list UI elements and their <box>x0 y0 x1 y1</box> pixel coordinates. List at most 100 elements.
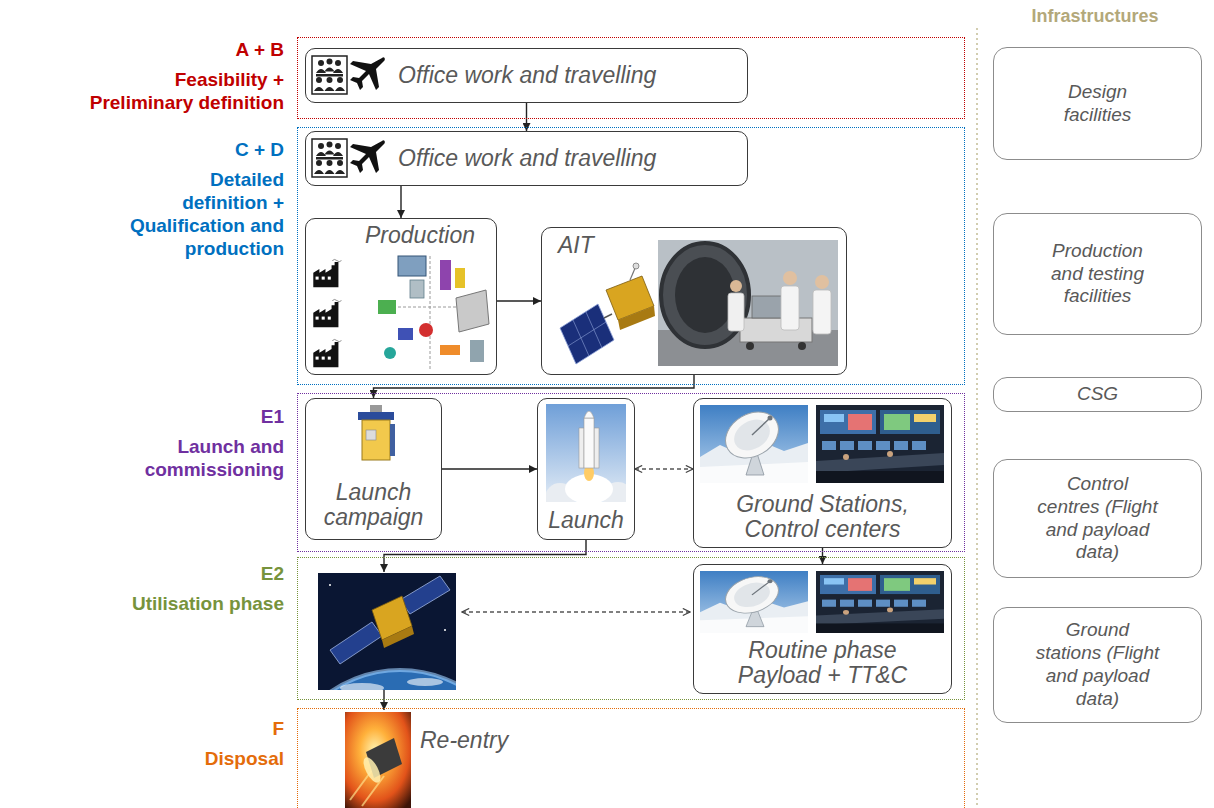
satellite-in-orbit-picture <box>318 670 456 690</box>
factory-icon <box>313 299 341 327</box>
infrastructure-box: Ground stations (Flight and payload data… <box>993 607 1202 723</box>
test-chamber-photo <box>728 293 744 331</box>
stowed-satellite-drawing <box>370 405 382 412</box>
text-holder: Office work and travelling <box>398 146 656 171</box>
phase-region: Routine phase Payload + TT&CE2Utilisatio… <box>297 557 965 700</box>
rocket-launch-photo <box>594 428 599 468</box>
column-heading: Infrastructures <box>985 5 1205 27</box>
box-label: Launch campaign <box>310 480 437 530</box>
exploded-view-illustration <box>398 328 413 340</box>
test-chamber-photo <box>746 342 754 350</box>
satellite-drawing <box>633 263 639 269</box>
box-label: CSG <box>1077 383 1118 406</box>
text-holder: CSG <box>1077 383 1118 406</box>
box-label: Production and testing facilities <box>1035 240 1161 308</box>
satellite-drawing <box>568 322 606 346</box>
text-holder: Office work and travelling <box>398 63 656 88</box>
text-holder: Launch campaign <box>310 480 437 530</box>
test-chamber-photo <box>675 257 735 333</box>
box-label: Production <box>365 223 475 248</box>
phase-region: Launch campaignLaunchGround Stations, Co… <box>297 393 965 552</box>
factory-icon <box>313 259 341 287</box>
exploded-view-illustration <box>456 290 489 332</box>
text-holder: Re-entry <box>420 728 508 753</box>
satellite-ground-link <box>462 611 690 612</box>
phase-heading: E2Utilisation phase <box>78 562 284 615</box>
activity-box: Launch campaign <box>305 398 442 540</box>
infrastructure-box: CSG <box>993 377 1202 412</box>
activity-box: Launch <box>537 398 635 540</box>
phase-heading: E1Launch and commissioning <box>78 405 284 481</box>
phase-code: C + D <box>122 138 284 161</box>
text-holder: Launch <box>548 508 623 533</box>
activity-box: Routine phase Payload + TT&C <box>693 564 952 694</box>
stowed-satellite-drawing <box>358 412 394 420</box>
reentry-picture <box>345 712 411 808</box>
phase-name: Feasibility + Preliminary definition <box>78 68 284 114</box>
text-holder: Production and testing facilities <box>1035 240 1161 308</box>
test-chamber-photo <box>815 275 829 289</box>
box-label: Ground stations (Flight and payload data… <box>1035 619 1161 710</box>
satellite-drawing <box>560 263 655 364</box>
launch-to-orbit-arrow <box>384 540 586 572</box>
exploded-view-illustration <box>455 268 465 288</box>
text-holder: Control centres (Flight and payload data… <box>1035 473 1161 564</box>
box-label: AIT <box>558 233 594 258</box>
phase-heading: C + DDetailed definition + Qualification… <box>122 138 284 260</box>
phase-code: E1 <box>78 405 284 428</box>
satellite-in-orbit-picture <box>318 573 456 690</box>
exploded-view-illustration <box>410 280 424 298</box>
stowed-satellite-drawing <box>366 430 376 440</box>
phase-name: Utilisation phase <box>78 592 284 615</box>
satellite-in-orbit-picture <box>444 629 446 631</box>
box-label: Office work and travelling <box>398 63 656 88</box>
satellite-in-orbit-picture <box>318 670 456 690</box>
data-link <box>635 468 693 469</box>
exploded-view-illustration <box>440 260 451 290</box>
phase-code: A + B <box>78 38 284 61</box>
test-chamber-photo <box>813 290 831 334</box>
test-chamber-photo <box>658 240 838 366</box>
phase-heading: FDisposal <box>78 717 284 770</box>
test-chamber-photo <box>740 318 812 342</box>
text-holder: Production <box>365 223 475 248</box>
text-holder: AIT <box>558 233 594 258</box>
reentry-picture <box>360 755 384 785</box>
flow-arrow <box>400 186 401 218</box>
phase-heading: A + B Feasibility + Preliminary definitio… <box>78 38 284 114</box>
phase-region: Re-entryFDisposal <box>297 708 965 808</box>
flow-arrow <box>374 375 695 398</box>
activity-box: Office work and travelling <box>305 48 748 103</box>
satellite-in-orbit-picture <box>329 584 331 586</box>
satellite-drawing <box>560 304 614 364</box>
satellite-in-orbit-picture <box>400 576 450 614</box>
infrastructure-box: Control centres (Flight and payload data… <box>993 459 1202 578</box>
flow-arrow <box>497 300 541 301</box>
exploded-view-illustration <box>430 256 431 370</box>
label-holder: Infrastructures <box>985 5 1205 27</box>
orbit-to-reentry-arrow <box>383 690 384 710</box>
infrastructure-divider <box>976 28 978 808</box>
phase-name: Launch and commissioning <box>78 435 284 481</box>
rocket-launch-photo <box>584 418 594 468</box>
exploded-view-illustration <box>398 256 426 276</box>
factory-icon <box>313 339 341 367</box>
box-label: Routine phase Payload + TT&C <box>723 638 923 688</box>
exploded-view-illustration <box>384 347 396 359</box>
reentry-picture <box>345 712 411 808</box>
stowed-satellite-drawing <box>358 405 395 460</box>
control-room-photo <box>816 405 944 483</box>
activity-box: Production <box>305 218 497 375</box>
test-chamber-photo <box>781 286 799 330</box>
phase-code: E2 <box>78 562 284 585</box>
test-chamber-photo <box>783 271 797 285</box>
satellite-in-orbit-picture <box>330 622 382 664</box>
people-plane-icon <box>312 139 385 177</box>
box-label: Design facilities <box>1035 81 1161 127</box>
satellite-in-orbit-picture <box>382 626 414 648</box>
phase-region: Office work and travellingProductionAITC… <box>297 127 965 385</box>
control-room-photo <box>816 571 944 633</box>
text-holder: Ground stations (Flight and payload data… <box>1035 619 1161 710</box>
